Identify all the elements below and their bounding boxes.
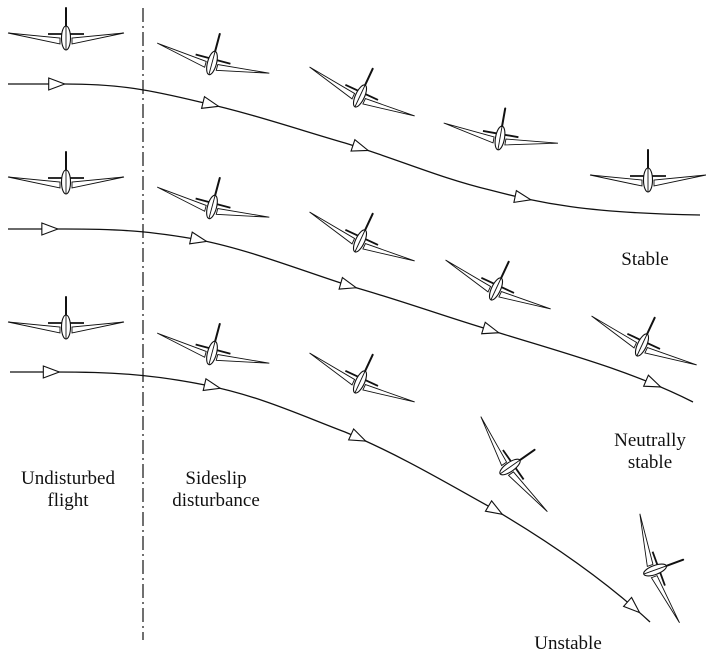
unstable-aircraft-1	[7, 296, 125, 340]
unstable-aircraft-5	[639, 513, 685, 624]
left-wing	[309, 66, 356, 100]
fuselage-centerline	[636, 333, 648, 357]
neutral-aircraft-3	[309, 211, 415, 262]
left-wing	[7, 176, 61, 189]
right-wing	[362, 242, 415, 262]
stable-flight-path-arrow-4	[513, 189, 533, 204]
fuselage-centerline	[497, 126, 503, 150]
neutral-aircraft-5	[591, 315, 697, 366]
neutral-label-line-1: Neutrally	[614, 430, 686, 451]
aircraft-icons	[7, 7, 706, 624]
fuselage-centerline	[208, 341, 216, 365]
fuselage-centerline	[208, 51, 216, 75]
stable-aircraft-4	[443, 107, 559, 151]
neutral-label-line-2: stable	[627, 452, 673, 473]
left-wing	[589, 174, 643, 187]
unstable-flight-path-arrow-3	[347, 428, 368, 442]
right-wing	[71, 321, 125, 334]
neutral-flight-path-arrow-3	[338, 276, 358, 290]
neutral-aircraft-2	[157, 177, 270, 220]
right-wing	[215, 64, 270, 74]
right-wing	[362, 383, 415, 403]
unstable-label: Unstable	[534, 633, 602, 654]
unstable-flight-path-arrow-2	[202, 377, 222, 392]
undisturbed-label-line-1: Undisturbed	[21, 468, 115, 489]
neutral-flight-path	[8, 228, 694, 403]
unstable-flight-path-arrow-4	[484, 499, 504, 516]
neutral-flight-path-arrow-5	[642, 374, 663, 388]
right-wing	[71, 176, 125, 189]
stable-aircraft-1	[7, 7, 125, 51]
right-wing	[507, 471, 548, 512]
right-wing	[362, 97, 415, 117]
fuselage-centerline	[354, 370, 366, 394]
left-wing	[443, 122, 495, 144]
right-wing	[71, 32, 125, 45]
sideslip-label-line-1: Sideslip	[185, 468, 247, 489]
fuselage-centerline	[490, 277, 502, 301]
right-wing	[215, 208, 270, 218]
unstable-aircraft-2	[157, 323, 270, 366]
flight-path-arrows	[41, 77, 663, 614]
right-wing	[653, 174, 706, 187]
fuselage-centerline	[499, 459, 521, 475]
left-wing	[309, 211, 356, 245]
stable-aircraft-2	[157, 33, 270, 76]
stable-aircraft-3	[309, 66, 415, 117]
stable-aircraft-5	[589, 149, 706, 193]
stable-label: Stable	[621, 249, 669, 270]
fuselage-centerline	[643, 565, 667, 575]
fuselage-centerline	[208, 195, 216, 219]
neutrally-stable-label: Neutrally stable	[600, 430, 700, 474]
neutral-flight-path-arrow-2	[188, 231, 209, 245]
unstable-flight-path	[10, 371, 651, 623]
left-wing	[309, 352, 356, 386]
left-wing	[157, 186, 207, 212]
left-wing	[157, 42, 207, 68]
left-wing	[445, 259, 492, 293]
stable-flight-path-arrow-2	[200, 95, 221, 109]
fuselage-centerline	[354, 84, 366, 108]
undisturbed-label-line-2: flight	[47, 490, 89, 511]
left-wing	[639, 513, 654, 568]
left-wing	[480, 416, 508, 467]
neutral-aircraft-1	[7, 151, 125, 195]
left-wing	[157, 332, 207, 358]
left-wing	[7, 32, 61, 45]
sideslip-label-line-2: disturbance	[172, 490, 260, 511]
undisturbed-flight-label: Undisturbed flight	[8, 468, 128, 512]
right-wing	[215, 354, 270, 364]
right-wing	[504, 138, 559, 146]
sideslip-disturbance-label: Sideslip disturbance	[156, 468, 276, 512]
right-wing	[498, 290, 551, 310]
neutral-flight-path-arrow-1	[41, 222, 60, 236]
stable-flight-path-arrow-3	[350, 138, 370, 152]
fuselage-centerline	[354, 229, 366, 253]
right-wing	[644, 346, 697, 366]
left-wing	[591, 315, 638, 349]
right-wing	[650, 575, 680, 624]
left-wing	[7, 321, 61, 334]
unstable-flight-path-arrow-5	[622, 596, 641, 614]
unstable-aircraft-3	[309, 352, 415, 403]
neutral-aircraft-4	[445, 259, 551, 310]
unstable-aircraft-4	[480, 416, 548, 512]
unstable-flight-path-arrow-1	[42, 365, 61, 379]
stable-flight-path	[8, 83, 701, 216]
stable-flight-path-arrow-1	[48, 77, 67, 91]
neutral-flight-path-arrow-4	[480, 321, 501, 335]
